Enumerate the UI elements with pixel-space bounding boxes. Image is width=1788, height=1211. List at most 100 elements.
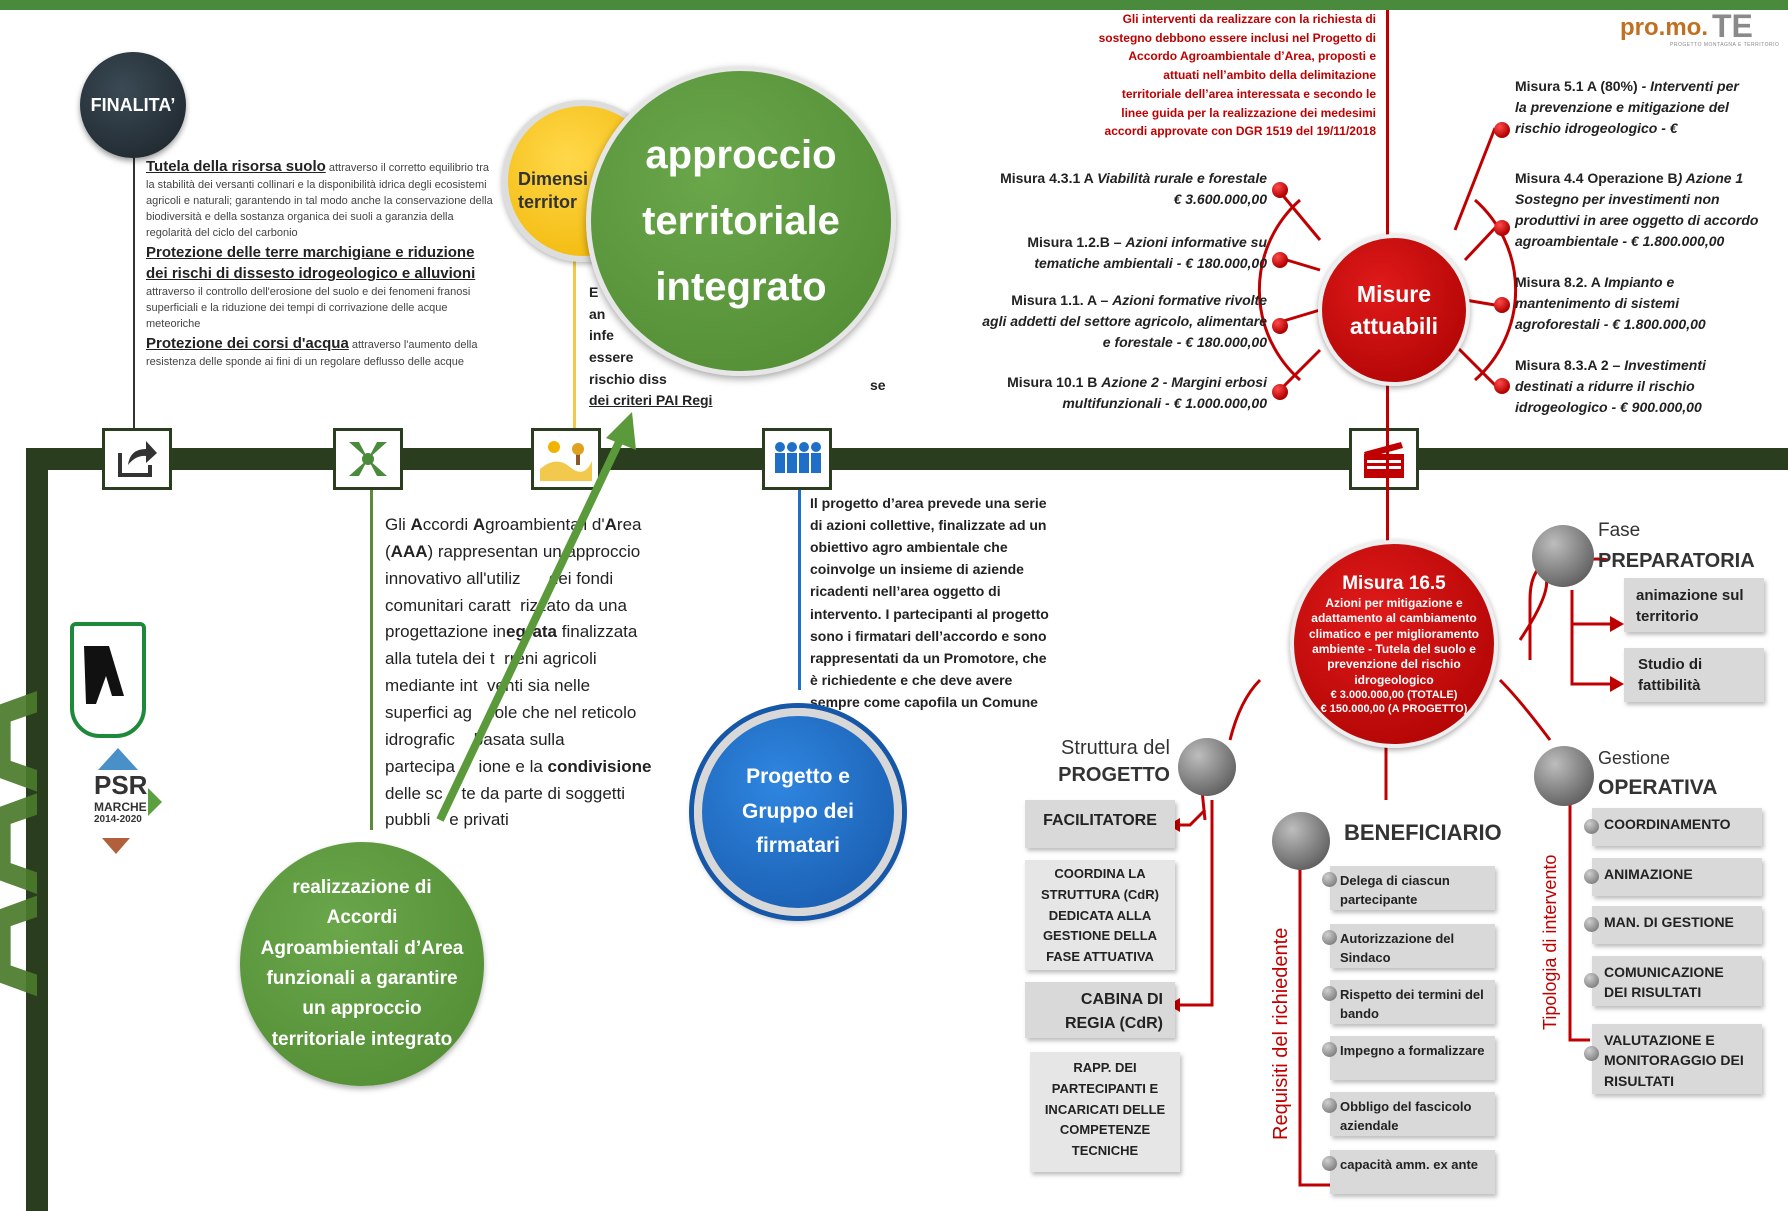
note-l2: sostegno debbono essere inclusi nel Prog… <box>1098 30 1376 45</box>
note-l1: Gli interventi da realizzare con la rich… <box>1122 12 1376 26</box>
beneficiario-title: BENEFICIARIO <box>1344 820 1502 845</box>
promo-logo: pro.mo. TE PROGETTO MONTAGNA E TERRITORI… <box>1620 8 1788 50</box>
aaa-l10a: partecipa ione e la <box>385 756 548 776</box>
m83a-desc: Investimenti <box>1624 357 1706 373</box>
ben-item-capacita: capacità amm. ex ante <box>1330 1150 1495 1194</box>
finalita-p1-title: Tutela della risorsa suolo <box>146 158 326 175</box>
m431-desc: Viabilità rurale e forestale <box>1097 170 1267 186</box>
m51a-desc: - Interventi per <box>1641 78 1739 94</box>
approccio-l1: approccio <box>645 133 837 177</box>
m12b-name: Misura 1.2.B – <box>1027 234 1126 250</box>
gest-dot-0-icon <box>1584 819 1599 834</box>
gest-item-0: COORDINAMENTO <box>1604 816 1731 832</box>
dimensione-stem <box>573 240 576 450</box>
m44b-l3: produttivi in aree oggetto di accordo <box>1515 212 1759 228</box>
aaa-l9: idrografic basata sulla <box>385 729 565 749</box>
fase-bead-icon <box>1532 525 1594 587</box>
aaa-description: Gli Accordi Agroambientali d'Area (AAA) … <box>385 512 705 834</box>
aaa-stem <box>370 490 373 830</box>
fac-d0: COORDINA LA <box>1054 866 1146 881</box>
gest-item-4: VALUTAZIONE E MONITORAGGIO DEI RISULTATI <box>1604 1032 1744 1089</box>
finalita-p1-text: attraverso il corretto equilibrio tra la… <box>146 162 493 239</box>
promo-logo-tagline: PROGETTO MONTAGNA E TERRITORIO <box>1670 42 1780 48</box>
measure-8-3-a2: Misura 8.3.A 2 – Investimenti destinati … <box>1515 355 1785 418</box>
gest-item-animazione: ANIMAZIONE <box>1592 858 1762 896</box>
ben-item-autorizzazione: Autorizzazione del Sindaco <box>1330 924 1495 968</box>
marche-bird-icon <box>84 646 124 704</box>
progetto-stem <box>798 490 801 690</box>
m165-l5: prevenzione del rischio <box>1327 657 1461 672</box>
ben-item-0: Delega di ciascun partecipante <box>1340 873 1450 907</box>
approccio-l2: territoriale <box>642 199 840 243</box>
measure-10-1-b: Misura 10.1 B Azione 2 - Margini erbosi … <box>960 372 1267 414</box>
m165-l6: idrogeologico <box>1354 672 1434 687</box>
network-icon <box>333 428 403 490</box>
gest-dot-4-icon <box>1584 1046 1599 1061</box>
ben-dot-5-icon <box>1322 1156 1337 1171</box>
dimensione-text-tail: se <box>870 377 886 393</box>
dimensione-text-6: dei criteri PAI Regi <box>589 392 713 409</box>
aaa-l7: mediante int venti sia nelle <box>385 676 591 696</box>
m51a-l3: rischio idrogeologico - € <box>1515 120 1678 136</box>
progetto-l2: di azioni collettive, finalizzate ad un <box>810 517 1047 534</box>
aaa-l8: superfici ag cole che nel reticolo <box>385 703 637 723</box>
aaa-l2b: AAA <box>390 541 428 561</box>
m165-title: Misura 16.5 <box>1342 572 1446 594</box>
dimensione-text-4: essere <box>589 349 634 366</box>
measure-1-1-a: Misura 1.1. A – Azioni formative rivolte… <box>940 290 1267 353</box>
aaa-l4: comunitari caratt rizzato da una <box>385 595 627 615</box>
facilitatore-label: FACILITATORE <box>1043 812 1157 829</box>
progetto-l6: intervento. I partecipanti al progetto <box>810 605 1049 622</box>
m101b-amount: multifunzionali - € 1.000.000,00 <box>1062 395 1267 411</box>
m12b-bead-icon <box>1272 252 1288 268</box>
aaa-t2: A <box>410 515 423 534</box>
m51a-bead-icon <box>1494 122 1510 138</box>
realizzazione-l6: territoriale integrato <box>271 1028 453 1050</box>
progetto-circle: Progetto e Gruppo dei firmatari <box>694 708 902 916</box>
realizzazione-l5: un approccio <box>302 998 422 1020</box>
m44b-l2: Sostegno per investimenti non <box>1515 191 1720 207</box>
ben-dot-3-icon <box>1322 1042 1337 1057</box>
progetto-l5: ricadenti nell’area oggetto di <box>810 583 1001 600</box>
promo-logo-mark: TE <box>1712 8 1753 44</box>
cabina-desc: RAPP. DEI PARTECIPANTI E INCARICATI DELL… <box>1030 1052 1180 1172</box>
m101b-name: Misura 10.1 B <box>1007 374 1102 390</box>
m11a-amount: e forestale - € 180.000,00 <box>1102 334 1267 350</box>
m12b-amount: tematiche ambientali - € 180.000,00 <box>1034 255 1267 271</box>
note-l3: Accordo Agroambientale d’Area, proposti … <box>1128 49 1376 64</box>
progetto-text: Il progetto d’area prevede una serie di … <box>810 492 1090 713</box>
aaa-l10b: condivisione <box>547 756 652 776</box>
struttura-t2: PROGETTO <box>1058 764 1170 786</box>
ben-item-5: capacità amm. ex ante <box>1340 1157 1479 1172</box>
m165-l3: climatico e per miglioramento <box>1308 626 1480 641</box>
measure-4-4-b: Misura 4.4 Operazione B) Azione 1 Sosteg… <box>1515 168 1788 252</box>
m165-l8: € 150.000,00 (A PROGETTO) <box>1320 703 1468 716</box>
struttura-t1: Struttura del <box>1061 737 1170 759</box>
m83a-l2: destinati a ridurre il rischio <box>1515 378 1695 394</box>
facilitatore-box: FACILITATORE <box>1025 800 1175 848</box>
fac-d1: STRUTTURA (CdR) <box>1041 886 1159 902</box>
progetto-circle-l1: Progetto e <box>746 765 850 789</box>
progetto-l4: coinvolge un insieme di aziende <box>810 561 1024 578</box>
gest-item-1: ANIMAZIONE <box>1604 866 1693 882</box>
share-icon <box>102 428 172 490</box>
cab-d0: RAPP. DEI <box>1073 1060 1137 1075</box>
m82a-desc: Impianto e <box>1604 274 1675 290</box>
progetto-circle-l2: Gruppo dei <box>742 799 854 823</box>
top-bar <box>0 0 1788 10</box>
m51a-name: Misura 5.1 A (80%) <box>1515 78 1642 94</box>
ben-item-impegno: Impegno a formalizzare <box>1330 1036 1495 1080</box>
dimensione-text-1: E <box>589 284 599 300</box>
aaa-t6: ntali d' <box>556 515 605 534</box>
gestione-bead-icon <box>1534 746 1594 806</box>
gestione-t1: Gestione <box>1598 748 1671 768</box>
aaa-l6: alla tutela dei t rreni agricoli <box>385 649 597 669</box>
aaa-t7: A <box>604 515 617 534</box>
gest-item-3: COMUNICAZIONE DEI RISULTATI <box>1604 964 1724 1001</box>
psr-down-arrow-icon <box>102 838 130 854</box>
cab-d3: COMPETENZE <box>1059 1122 1151 1138</box>
ben-dot-4-icon <box>1322 1098 1337 1113</box>
finalita-badge: FINALITA’ <box>80 52 186 158</box>
ben-dot-2-icon <box>1322 986 1337 1001</box>
m82a-l2: mantenimento di sistemi <box>1515 295 1680 311</box>
